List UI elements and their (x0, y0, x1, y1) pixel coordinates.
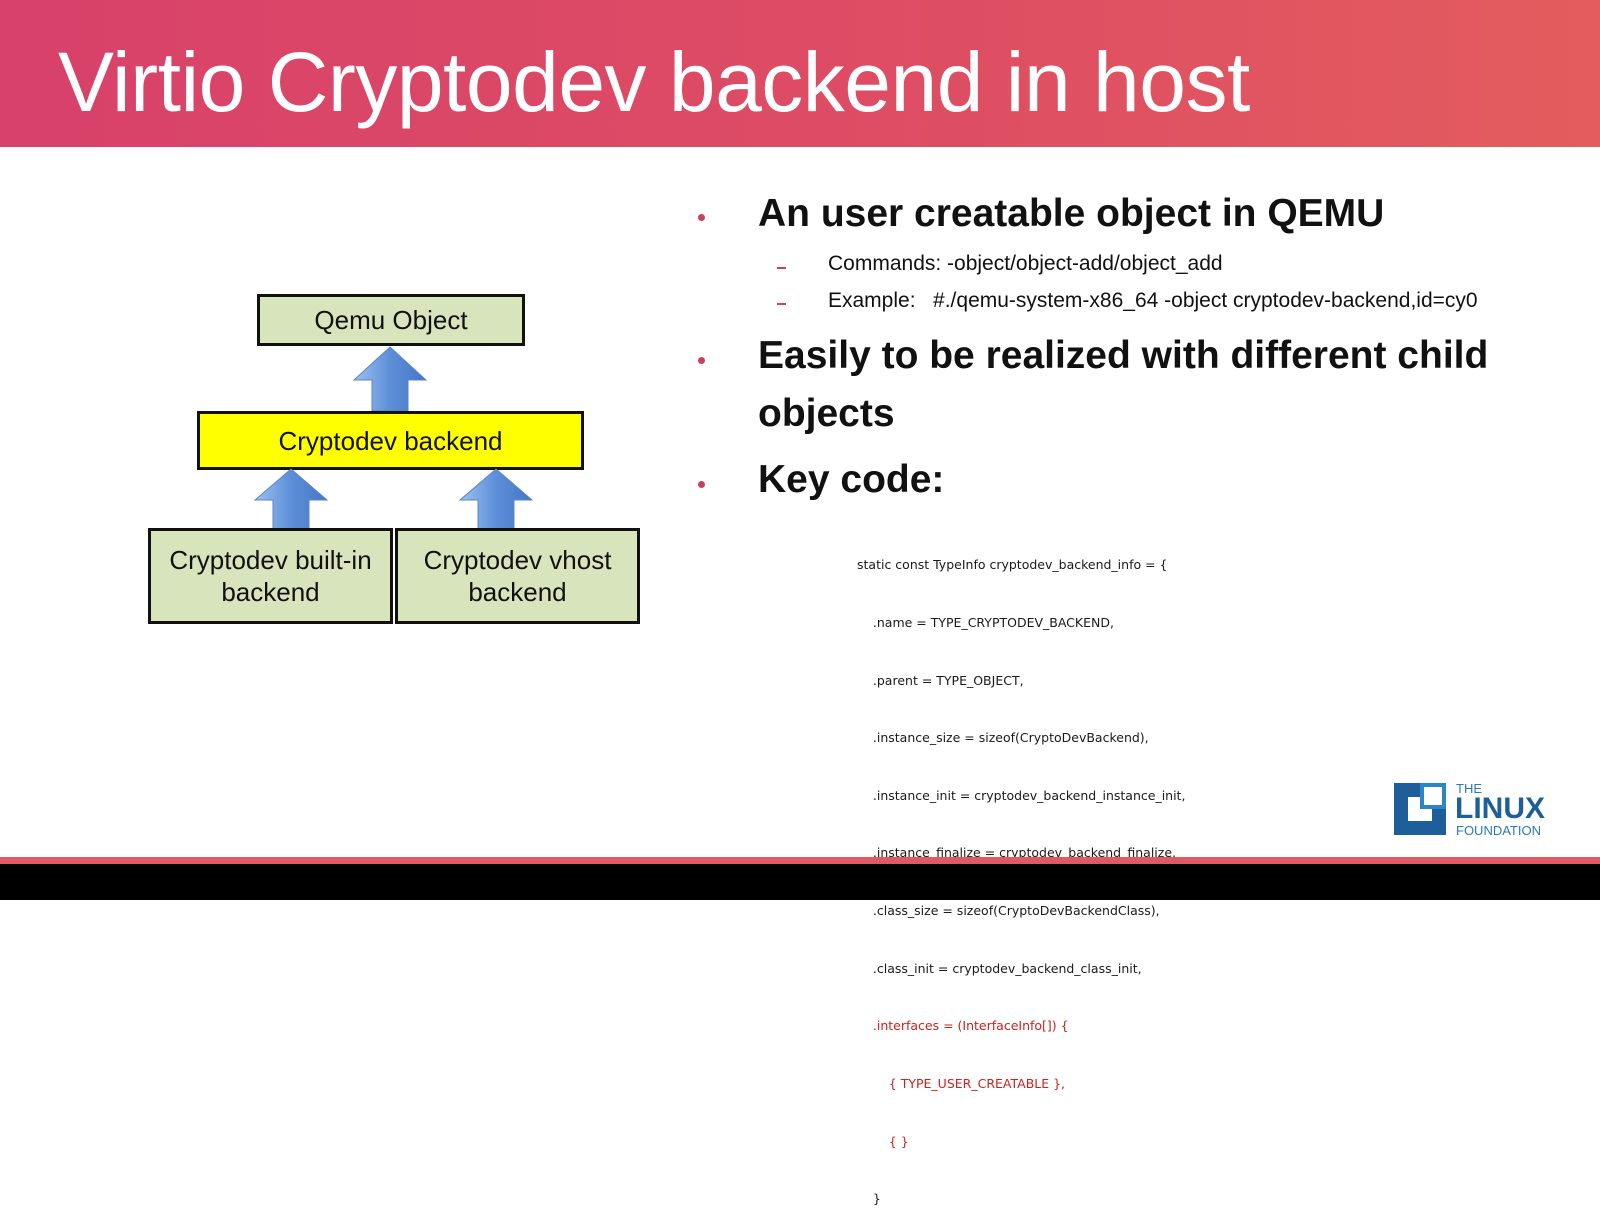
sub-bullet-example: Example: #./qemu-system-x86_64 -object c… (828, 289, 1478, 312)
bullet-dot-icon (698, 481, 705, 488)
code-line: .instance_size = sizeof(CryptoDevBackend… (857, 730, 1149, 746)
code-line-highlighted: { TYPE_USER_CREATABLE }, (857, 1075, 1066, 1091)
sub-bullet-commands: Commands: -object/object-add/object_add (828, 252, 1223, 275)
footer-bar (0, 864, 1600, 900)
bullet-easily-realized-line2: objects (758, 392, 895, 435)
slide-title: Virtio Cryptodev backend in host (58, 35, 1250, 129)
code-line: static const TypeInfo cryptodev_backend_… (857, 557, 1168, 573)
code-line: .instance_init = cryptodev_backend_insta… (857, 787, 1186, 803)
sub-bullet-dash-icon (777, 267, 786, 269)
node-cryptodev-backend-label: Cryptodev backend (278, 425, 503, 456)
node-cryptodev-backend: Cryptodev backend (197, 411, 584, 470)
linux-foundation-logo-icon (1394, 783, 1446, 835)
logo-linux: LINUX (1455, 792, 1545, 825)
code-line: .instance_finalize = cryptodev_backend_f… (857, 845, 1176, 861)
arrow-up-icon (458, 468, 534, 530)
code-line: } (857, 1191, 881, 1207)
node-builtin-label-line2: backend (221, 577, 320, 607)
code-line: .class_init = cryptodev_backend_class_in… (857, 960, 1142, 976)
bullet-key-code: Key code: (758, 458, 945, 501)
node-vhost-label-line2: backend (468, 577, 567, 607)
linux-foundation-logo: THE LINUX FOUNDATION (1394, 781, 1559, 839)
node-cryptodev-builtin-backend: Cryptodev built-in backend (148, 528, 393, 624)
logo-foundation: FOUNDATION (1456, 823, 1541, 838)
arrow-up-icon (352, 346, 428, 412)
slide-header: Virtio Cryptodev backend in host (0, 0, 1600, 147)
code-line: .name = TYPE_CRYPTODEV_BACKEND, (857, 615, 1114, 631)
bullet-dot-icon (698, 357, 705, 364)
node-builtin-label-line1: Cryptodev built-in (169, 545, 372, 575)
bullet-easily-realized-line1: Easily to be realized with different chi… (758, 334, 1489, 377)
code-line-highlighted: .interfaces = (InterfaceInfo[]) { (857, 1018, 1069, 1034)
node-qemu-object: Qemu Object (257, 294, 525, 346)
node-qemu-object-label: Qemu Object (314, 305, 468, 335)
arrow-up-icon (253, 468, 329, 530)
node-cryptodev-vhost-backend: Cryptodev vhost backend (395, 528, 640, 624)
node-vhost-label-line1: Cryptodev vhost (423, 545, 612, 575)
code-line: .class_size = sizeof(CryptoDevBackendCla… (857, 903, 1160, 919)
code-line: .parent = TYPE_OBJECT, (857, 672, 1024, 688)
bullet-user-creatable: An user creatable object in QEMU (758, 192, 1385, 235)
logo-the: THE (1456, 781, 1482, 796)
bullet-dot-icon (698, 214, 705, 221)
footer-accent-line (0, 857, 1600, 864)
sub-bullet-dash-icon (777, 303, 786, 305)
code-line-highlighted: { } (857, 1133, 909, 1149)
